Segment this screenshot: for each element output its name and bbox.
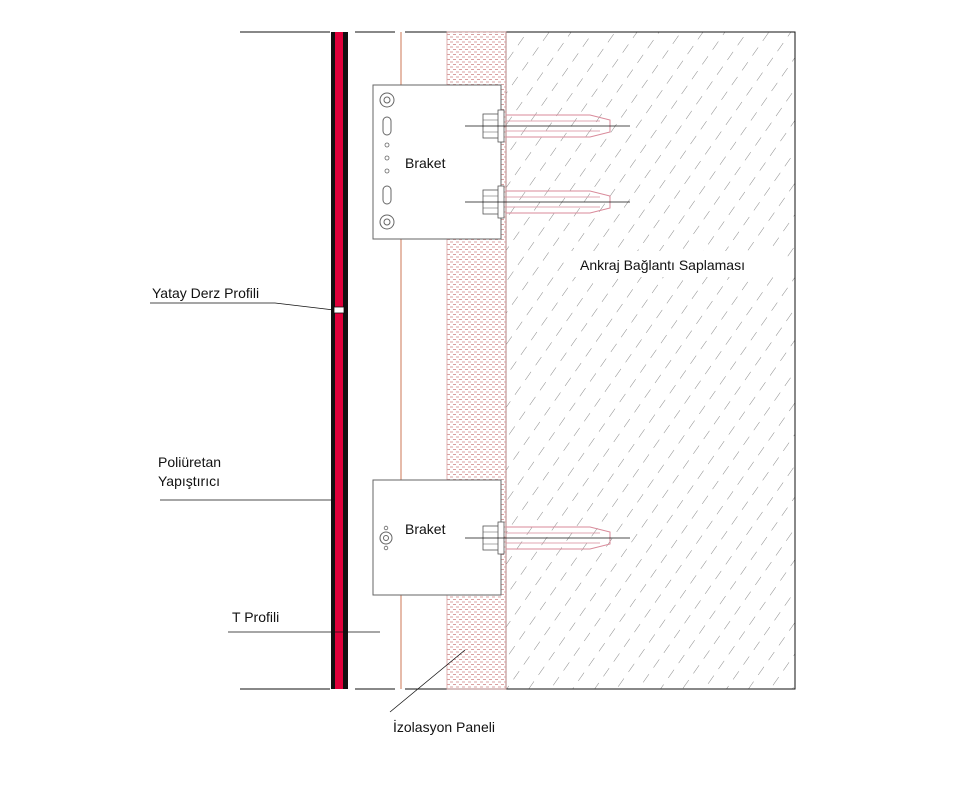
label-t-profili: T Profili — [232, 609, 279, 625]
label-poliuretan-2: Yapıştırıcı — [158, 473, 220, 489]
label-poliuretan-1: Poliüretan — [158, 454, 221, 470]
label-braket-top: Braket — [405, 155, 446, 171]
label-ankraj: Ankraj Bağlantı Saplaması — [580, 257, 745, 273]
horizontal-joint-profile — [333, 306, 345, 314]
anchor-bolt-1 — [465, 109, 630, 143]
anchor-bolt-2 — [465, 185, 630, 219]
anchor-bolt-3 — [465, 521, 630, 555]
leader-lines — [150, 302, 466, 713]
label-braket-bottom: Braket — [405, 521, 446, 537]
label-izolasyon-paneli: İzolasyon Paneli — [393, 718, 495, 735]
label-yatay-derz-profili: Yatay Derz Profili — [152, 285, 259, 301]
facade-panel — [331, 32, 348, 689]
bracket-top — [372, 84, 502, 240]
bracket-bottom — [372, 479, 502, 596]
concrete-wall — [505, 31, 796, 690]
